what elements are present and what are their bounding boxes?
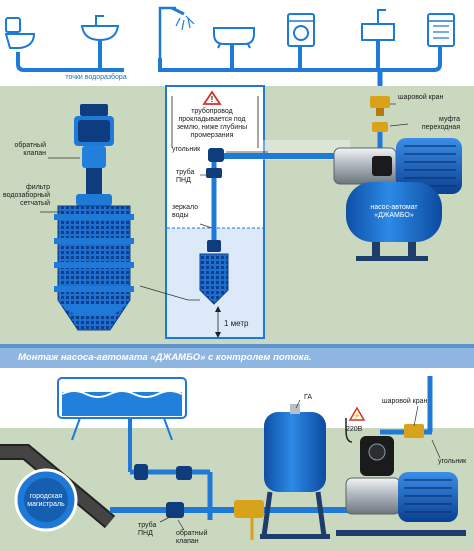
elbow-label-lower: угольник [438,458,467,465]
points-label: точки водоразбора [65,74,127,81]
pump-name-label: насос-автомат «ДЖАМБО» [370,204,418,219]
elbow-label-upper: угольник [172,146,201,153]
coupling-label: муфта переходная [421,116,460,131]
warning-label: трубопровод прокладывается под землю, ни… [176,108,248,139]
meter-label: 1 метр [224,319,249,328]
ball-valve-label-lower: шаровой кран [382,398,428,405]
hydro-accumulator [260,404,330,539]
ball-valve-label-upper: шаровой кран [398,94,444,101]
sink-icon [80,15,120,42]
electric-warning-icon: ⚡ [348,406,366,421]
bathtub-icon [213,27,255,49]
toilet-icon [4,17,36,49]
kitchen-sink-icon [361,9,395,41]
svg-text:⚡: ⚡ [353,411,362,420]
pump-lower [336,376,466,536]
pnd-pipe-label-upper: труба ПНД [176,169,195,184]
tower-label: водонапорная башня [87,382,157,389]
water-tower-icon [57,377,187,441]
water-mirror-label: зеркало воды [172,204,199,219]
check-valve-label-lower: обратный клапан [176,530,208,545]
pnd-pipe-label-lower: труба ПНД [138,522,157,537]
main-line-label: городская магистраль [27,493,65,508]
filter-detail [40,194,200,331]
ga-label: ГА [304,394,312,401]
banner-title: Монтаж насоса-автомата «ДЖАМБО» с контро… [18,352,312,363]
warning-icon: ! [202,90,222,105]
washing-machine-icon [287,13,315,47]
check-valve-detail [48,104,114,196]
voltage-label: 220В [346,426,363,433]
dishwasher-icon [427,13,455,47]
shower-icon [158,6,195,58]
svg-text:!: ! [211,95,214,104]
pump-upper [333,96,462,261]
check-valve-label: обратный клапан [14,142,46,157]
filter-label: фильтр водозаборный сетчатый [3,184,50,207]
